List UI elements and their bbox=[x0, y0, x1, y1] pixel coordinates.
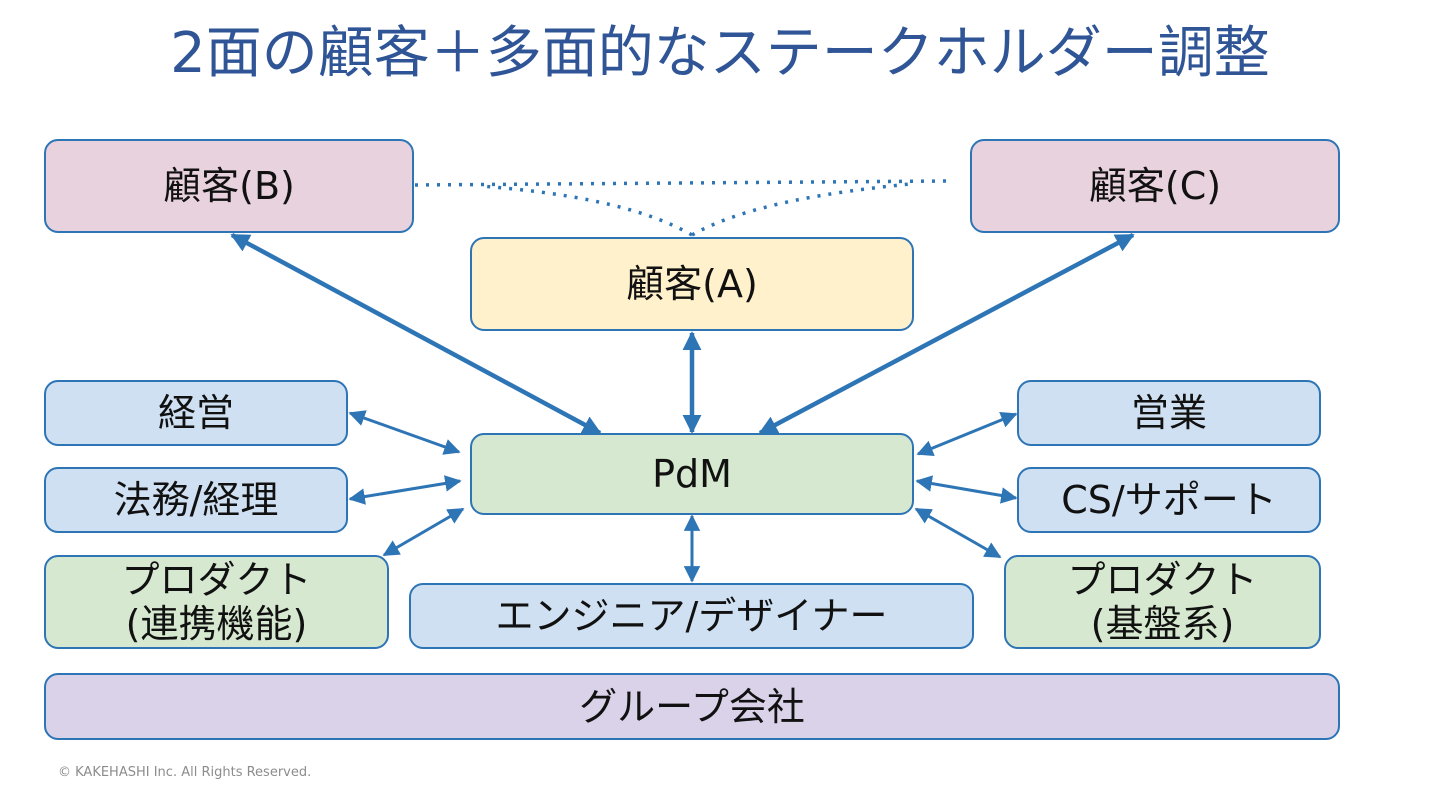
product-platform-line1: プロダクト bbox=[1067, 558, 1258, 602]
pdm-node: PdM bbox=[470, 433, 914, 515]
arrow-pdm-product-integration bbox=[382, 507, 465, 557]
arrow-pdm-sales bbox=[916, 411, 1018, 457]
dotted-link-b-c bbox=[414, 179, 949, 187]
arrow-pdm-management bbox=[348, 410, 461, 455]
arrow-pdm-legal bbox=[348, 475, 462, 505]
product-integration-line2: (連携機能) bbox=[125, 602, 308, 646]
cs-support-node: CS/サポート bbox=[1017, 467, 1321, 533]
arrow-pdm-cs bbox=[915, 475, 1018, 504]
customer-c-node: 顧客(C) bbox=[970, 139, 1340, 233]
management-label: 経営 bbox=[157, 391, 234, 435]
legal-accounting-label: 法務/経理 bbox=[113, 478, 279, 522]
engineer-designer-node: エンジニア/デザイナー bbox=[409, 583, 974, 649]
product-integration-line1: プロダクト bbox=[121, 558, 312, 602]
arrow-pdm-product-platform bbox=[914, 507, 1002, 559]
product-platform-line2: (基盤系) bbox=[1090, 602, 1235, 646]
sales-label: 営業 bbox=[1130, 391, 1207, 435]
group-company-node: グループ会社 bbox=[44, 673, 1340, 740]
dotted-link-a-b bbox=[479, 184, 693, 237]
management-node: 経営 bbox=[44, 380, 348, 446]
engineer-designer-label: エンジニア/デザイナー bbox=[495, 594, 888, 638]
copyright-footer: © KAKEHASHI Inc. All Rights Reserved. bbox=[58, 765, 312, 780]
product-integration-node: プロダクト (連携機能) bbox=[44, 555, 389, 649]
group-company-label: グループ会社 bbox=[579, 684, 805, 729]
slide-title: 2面の顧客＋多面的なステークホルダー調整 bbox=[170, 21, 1270, 86]
legal-accounting-node: 法務/経理 bbox=[44, 467, 348, 533]
customer-a-node: 顧客(A) bbox=[470, 237, 914, 331]
product-platform-node: プロダクト (基盤系) bbox=[1004, 555, 1321, 649]
dotted-link-a-c bbox=[691, 182, 911, 237]
cs-support-label: CS/サポート bbox=[1061, 478, 1277, 522]
customer-a-label: 顧客(A) bbox=[626, 262, 758, 306]
sales-node: 営業 bbox=[1017, 380, 1321, 446]
customer-c-label: 顧客(C) bbox=[1088, 164, 1222, 208]
customer-b-node: 顧客(B) bbox=[44, 139, 414, 233]
pdm-label: PdM bbox=[652, 452, 732, 496]
customer-b-label: 顧客(B) bbox=[163, 164, 295, 208]
